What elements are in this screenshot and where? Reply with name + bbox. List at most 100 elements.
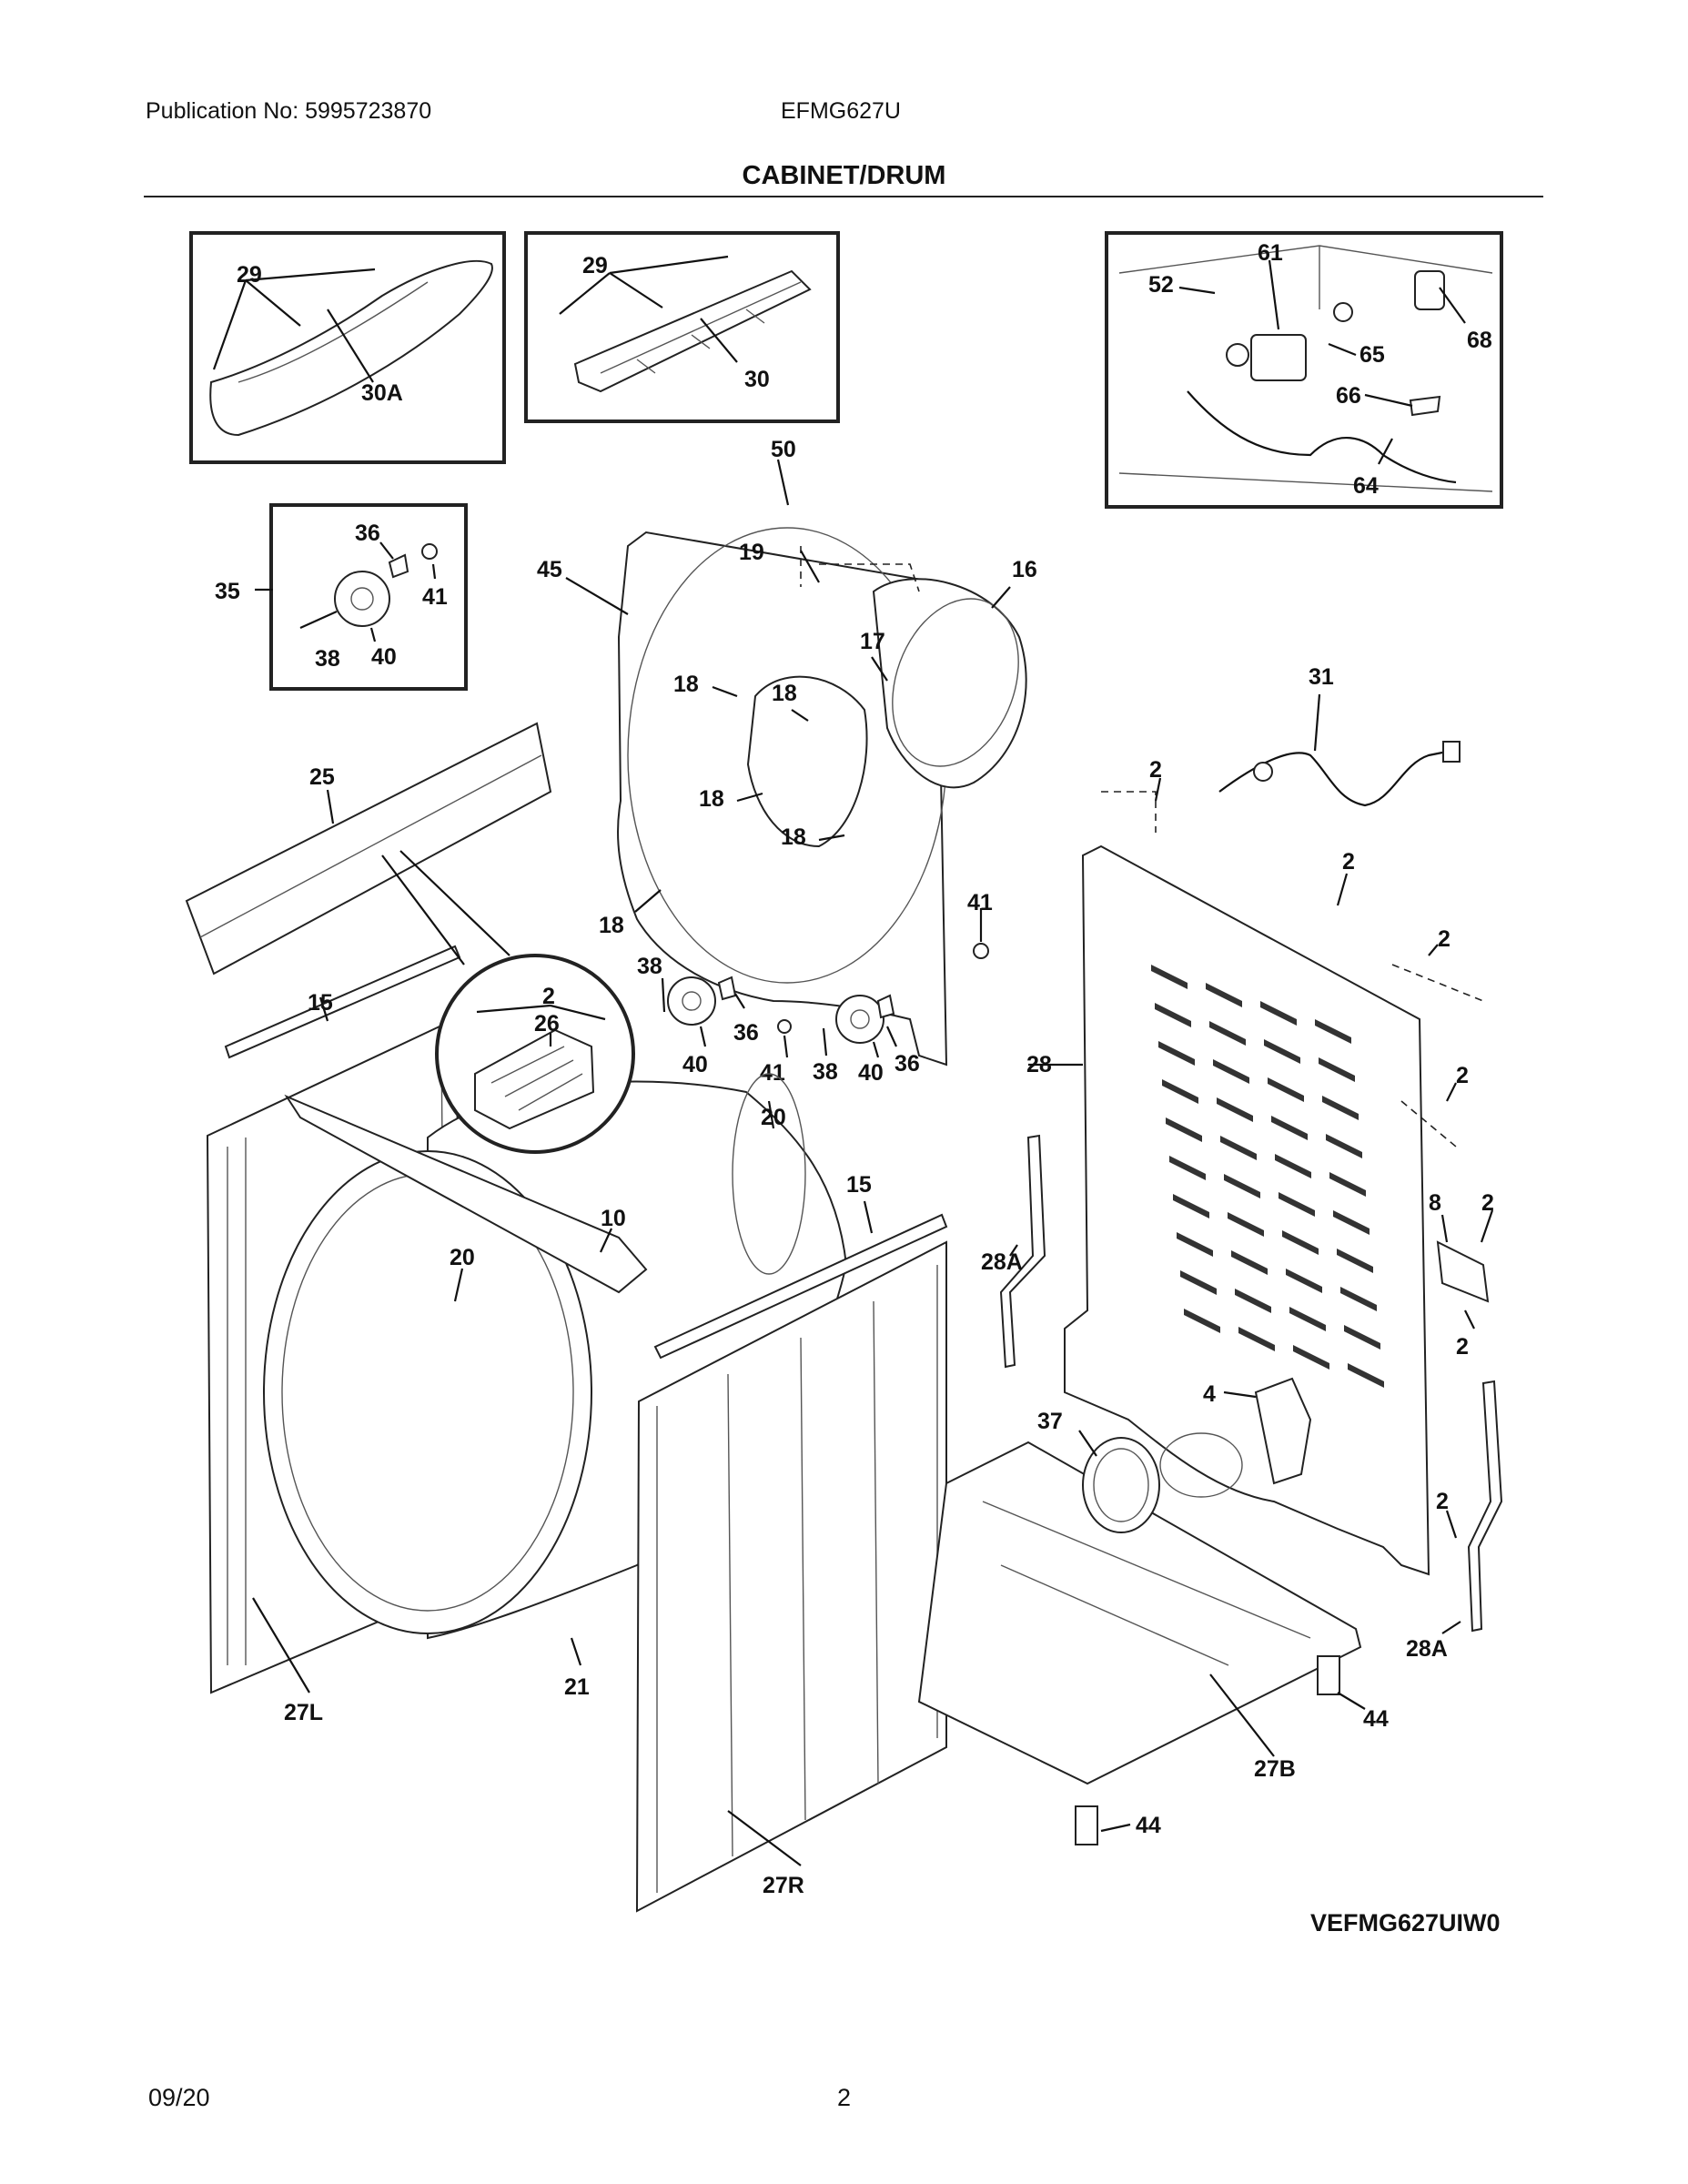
callout-26: 26 (534, 1011, 560, 1036)
power-cord-31: 31 (1218, 664, 1461, 807)
callout-50: 50 (771, 437, 796, 462)
part-27b-base (917, 1441, 1362, 1785)
part-15-top-rail-right (653, 1213, 948, 1360)
vent-slot (1344, 1325, 1380, 1350)
callout-66: 66 (1336, 383, 1361, 409)
callout-28: 28 (1026, 1052, 1052, 1077)
part-26-board (474, 1028, 595, 1130)
vent-slot (1213, 1059, 1249, 1084)
callout-20: 20 (450, 1245, 475, 1270)
callout-41: 41 (967, 890, 993, 915)
callout-45: 45 (537, 557, 562, 582)
part-44-foot-left (1075, 1805, 1098, 1845)
callout-16: 16 (1012, 557, 1037, 582)
callout-38: 38 (315, 646, 340, 672)
vent-slot (1326, 1134, 1362, 1158)
callout-31: 31 (1309, 664, 1334, 690)
vent-slot (1279, 1192, 1315, 1217)
vent-slot (1286, 1269, 1322, 1293)
vent-slot (1224, 1174, 1260, 1198)
base-assembly: 37 44 27B 44 (917, 1409, 1389, 1845)
vent-slot (1315, 1019, 1351, 1044)
bulkhead-assembly: 50 19 45 16 17 18 18 18 18 18 (537, 437, 1037, 1067)
publication-number: Publication No: 5995723870 (146, 98, 432, 124)
part-10-crossbar (284, 1094, 648, 1294)
inset-panel-water-valve: 52 61 68 65 66 64 (1105, 231, 1503, 509)
vent-slot (1333, 1210, 1370, 1235)
callout-61: 61 (1258, 240, 1283, 266)
callout-65: 65 (1359, 342, 1385, 368)
vent-slot (1173, 1194, 1209, 1218)
callout-36: 36 (733, 1020, 759, 1046)
header-divider (144, 196, 1543, 197)
part-28-panel (1064, 844, 1430, 1576)
vent-slot (1260, 1001, 1297, 1026)
vent-slot (1228, 1212, 1264, 1237)
callout-20: 20 (761, 1105, 786, 1130)
vent-slot (1340, 1287, 1377, 1311)
callout-2: 2 (1438, 926, 1450, 952)
callout-18: 18 (699, 786, 724, 812)
part-27r-panel (635, 1240, 947, 1913)
callout-38: 38 (637, 954, 662, 979)
callout-2: 2 (1456, 1334, 1469, 1360)
callout-8: 8 (1429, 1190, 1441, 1216)
vent-slot (1231, 1250, 1268, 1275)
vent-slot (1268, 1077, 1304, 1102)
vent-slot (1329, 1172, 1366, 1197)
callout-17: 17 (860, 629, 885, 654)
part-37-duct (1082, 1437, 1160, 1533)
vent-slot (1238, 1327, 1275, 1351)
callout-35: 35 (215, 579, 240, 604)
footer-date: 09/20 (148, 2084, 210, 2111)
callout-2: 2 (1436, 1489, 1449, 1514)
vent-slots (1151, 965, 1384, 1388)
callout-29: 29 (237, 262, 262, 288)
callout-4: 4 (1203, 1381, 1216, 1407)
drum-assembly: 10 20 20 21 (263, 1073, 848, 1700)
vent-slot (1289, 1307, 1326, 1331)
bracket-25: 25 (185, 722, 552, 976)
vent-slot (1206, 983, 1242, 1007)
callout-15: 15 (308, 990, 333, 1016)
vent-slot (1184, 1309, 1220, 1333)
vent-slot (1162, 1079, 1198, 1104)
inset-panel-roller-35: 36 35 41 38 40 (215, 503, 468, 691)
callout-36: 36 (355, 521, 380, 546)
right-side-panel: 15 27R (635, 1172, 948, 1913)
vent-slot (1348, 1363, 1384, 1388)
callout-27r: 27R (763, 1873, 804, 1898)
straps-28a: 28A 28A (981, 1134, 1503, 1662)
callout-37: 37 (1037, 1409, 1063, 1434)
callout-10: 10 (601, 1206, 626, 1231)
callout-36: 36 (895, 1051, 920, 1077)
callout-2: 2 (1149, 757, 1162, 783)
callout-2: 2 (542, 984, 555, 1009)
part-25-bracket (185, 722, 552, 976)
part-4-bracket (1254, 1377, 1312, 1485)
vent-slot (1275, 1154, 1311, 1178)
callout-18: 18 (781, 824, 806, 850)
page-number: 2 (837, 2084, 852, 2111)
callout-44: 44 (1136, 1813, 1161, 1838)
callout-41: 41 (422, 584, 448, 610)
callout-18: 18 (673, 672, 699, 697)
part-16-duct (872, 578, 1027, 789)
callout-2: 2 (1481, 1190, 1494, 1216)
vent-slot (1180, 1270, 1217, 1295)
callout-44: 44 (1363, 1706, 1389, 1732)
magnifier-control-board: 2 26 (381, 850, 635, 1154)
callout-40: 40 (858, 1060, 884, 1086)
callout-21: 21 (564, 1674, 590, 1700)
vent-slot (1166, 1117, 1202, 1142)
callout-15: 15 (846, 1172, 872, 1198)
callout-40: 40 (371, 644, 397, 670)
diagram-code: VEFMG627UIW0 (1310, 1909, 1501, 1936)
vent-slot (1151, 965, 1188, 989)
vent-slot (1271, 1116, 1308, 1140)
callout-29: 29 (582, 253, 608, 278)
callout-18: 18 (599, 913, 624, 938)
rear-panel-28: 28 2 2 2 2 8 2 2 4 2 (1026, 757, 1494, 1576)
callout-52: 52 (1148, 272, 1174, 298)
